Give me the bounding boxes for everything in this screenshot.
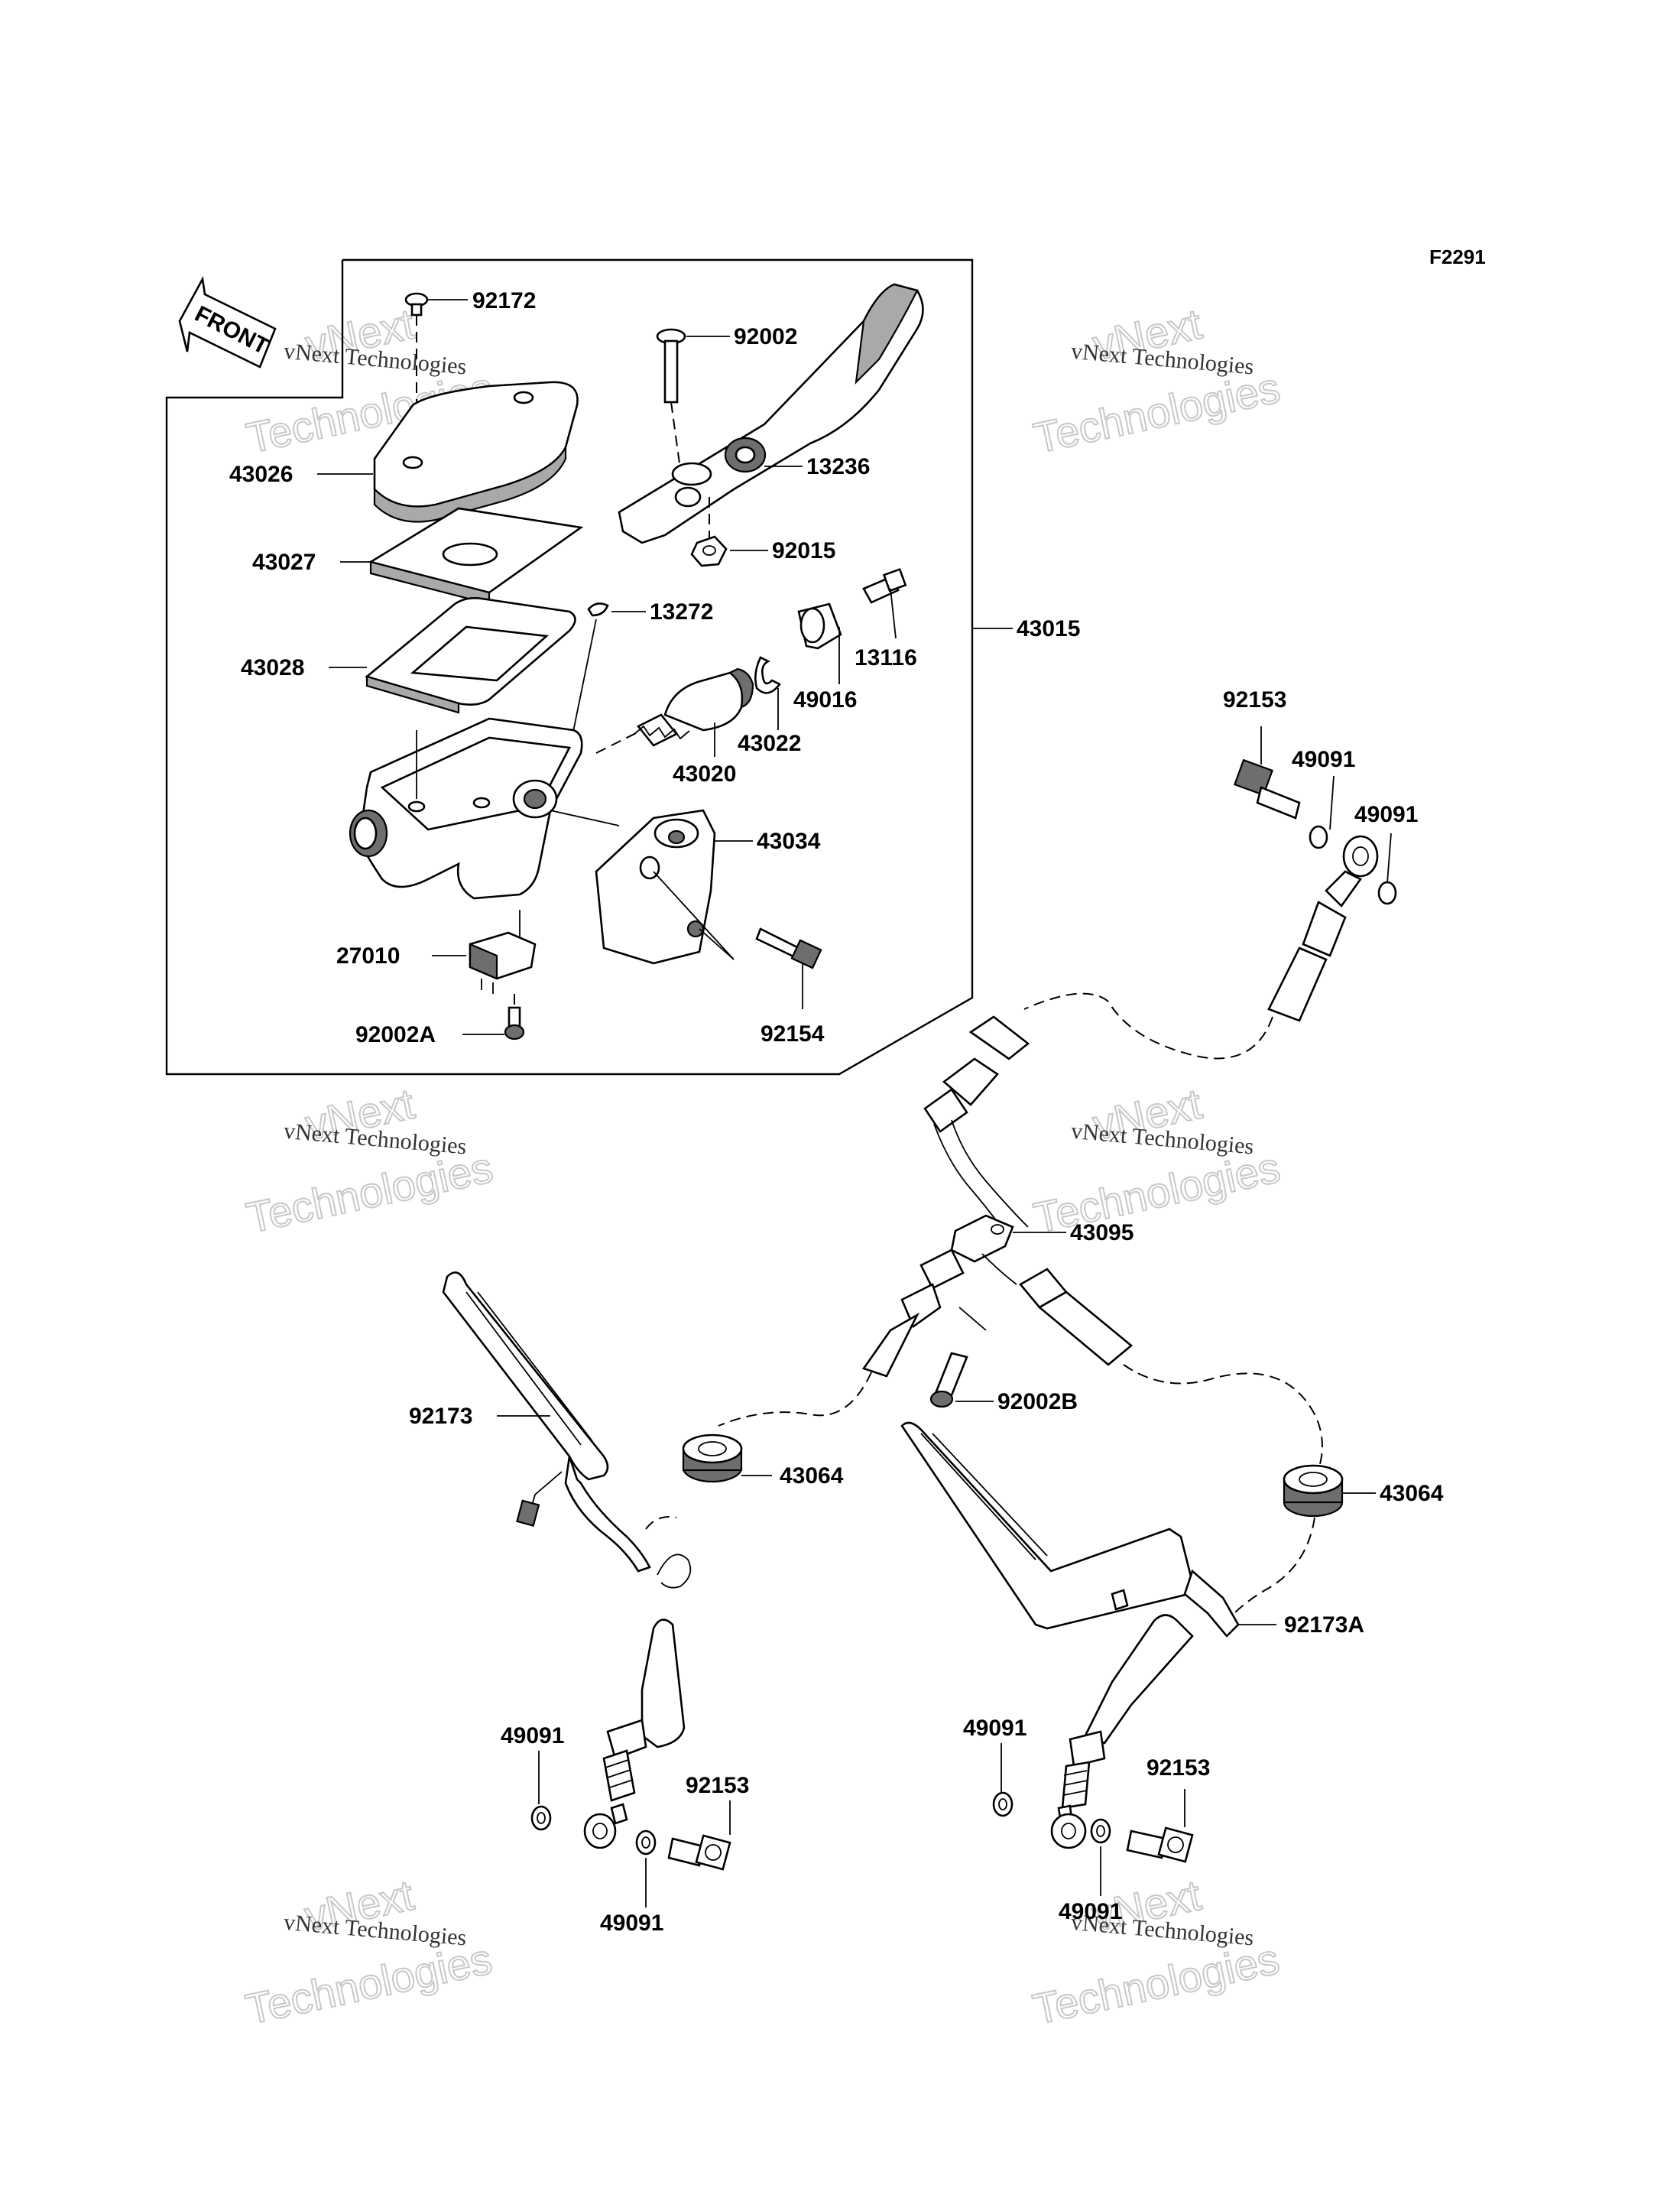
label-92173A: 92173A <box>1284 1612 1364 1638</box>
label-13116: 13116 <box>855 645 917 670</box>
banjo-bolt-92153-br <box>1126 1789 1194 1863</box>
bracket-92173 <box>442 1271 692 1589</box>
label-49016: 49016 <box>793 687 857 713</box>
label-92173: 92173 <box>409 1404 472 1429</box>
label-27010: 27010 <box>336 943 400 969</box>
part-labels: 92172 92002 43026 13236 92015 43027 1327… <box>229 288 1444 1936</box>
grommet-43064-left <box>682 1433 772 1483</box>
brake-lever-13236 <box>618 283 924 544</box>
circlip-43022 <box>754 656 781 730</box>
label-92002: 92002 <box>734 324 797 349</box>
bracket-92173A <box>900 1421 1315 1638</box>
hose-lower-right <box>981 1253 1323 1480</box>
label-43064-left: 43064 <box>780 1463 844 1489</box>
label-43026: 43026 <box>229 462 293 487</box>
label-49091-br2: 49091 <box>1059 1899 1122 1924</box>
diaphragm-43028 <box>329 597 576 714</box>
washers-bottom-right <box>992 1743 1111 1896</box>
nut-92015 <box>690 497 768 567</box>
assembly-box <box>165 258 974 1076</box>
label-13272: 13272 <box>650 599 713 625</box>
clamp-43034 <box>595 809 753 965</box>
label-92002A: 92002A <box>355 1022 436 1047</box>
washers-bottom-left <box>530 1751 657 1907</box>
label-49091-br1: 49091 <box>963 1716 1026 1741</box>
clip-13272 <box>561 602 646 788</box>
label-43022: 43022 <box>738 731 801 756</box>
hose-lower-left <box>718 1248 965 1427</box>
label-92153-top: 92153 <box>1223 687 1286 713</box>
screw-92172 <box>404 292 468 455</box>
hose-end-left <box>583 1618 686 1849</box>
label-92172: 92172 <box>472 288 536 313</box>
label-49091-bl1: 49091 <box>501 1723 564 1748</box>
label-92154: 92154 <box>761 1021 825 1047</box>
label-49091-top1: 49091 <box>1292 747 1355 772</box>
label-43095: 43095 <box>1070 1220 1134 1245</box>
switch-27010 <box>432 910 537 994</box>
pushrod-13116 <box>862 567 907 639</box>
bolt-92002B <box>929 1307 994 1408</box>
banjo-bolt-92153-top <box>1233 726 1301 820</box>
label-43015: 43015 <box>1017 616 1080 641</box>
bolt-92002 <box>656 328 730 498</box>
label-92002B: 92002B <box>997 1389 1078 1414</box>
banjo-bolt-92153-bl <box>667 1800 731 1871</box>
label-49091-bl2: 49091 <box>600 1911 663 1936</box>
screw-92002A <box>462 994 525 1041</box>
figure-id: F2291 <box>1429 245 1486 268</box>
label-43064-right: 43064 <box>1380 1481 1444 1506</box>
bolt-92154 <box>755 927 822 1009</box>
label-43034: 43034 <box>757 829 821 854</box>
label-92015: 92015 <box>772 538 835 563</box>
label-92153-bl: 92153 <box>686 1773 749 1798</box>
hose-end-right <box>1050 1614 1194 1849</box>
master-cylinder-body <box>349 717 658 900</box>
label-13236: 13236 <box>806 454 870 479</box>
label-43028: 43028 <box>241 655 304 680</box>
front-arrow: FRONT <box>178 275 277 368</box>
reservoir-cap-43026 <box>317 381 579 523</box>
label-43027: 43027 <box>252 550 316 575</box>
grommet-43064-right <box>1283 1464 1376 1518</box>
label-49091-top2: 49091 <box>1354 802 1418 827</box>
label-43020: 43020 <box>673 761 736 787</box>
piston-43020 <box>634 667 754 757</box>
plate-43027 <box>340 507 584 606</box>
boot-49016 <box>797 602 842 684</box>
hose-upper <box>923 835 1379 1133</box>
washer-49091-top <box>1309 775 1397 905</box>
label-92153-br: 92153 <box>1146 1755 1210 1781</box>
